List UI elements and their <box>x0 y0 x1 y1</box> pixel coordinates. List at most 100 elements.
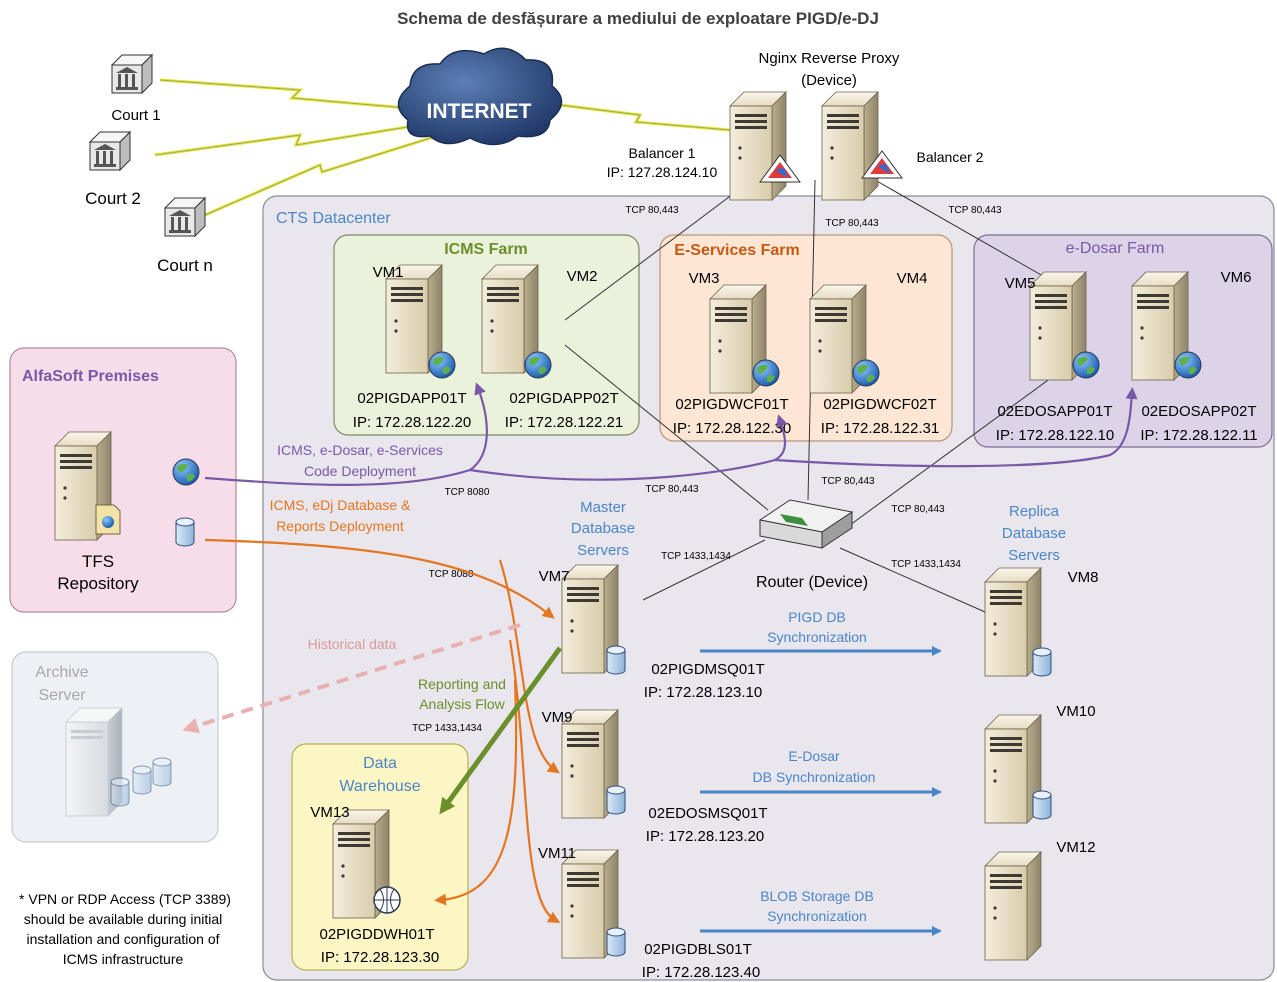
vm7-host: 02PIGDMSQ01T <box>651 661 764 678</box>
vm1-ip: IP: 172.28.122.20 <box>353 414 471 431</box>
vm9-ip: IP: 172.28.123.20 <box>646 828 764 845</box>
replica-label-2: Database <box>1002 525 1066 542</box>
vm4-ip: IP: 172.28.122.31 <box>821 420 939 437</box>
historical-data-arrow <box>182 623 521 734</box>
diagram-title: Schema de desfășurare a mediului de expl… <box>397 9 879 28</box>
vm13-host: 02PIGDDWH01T <box>319 926 434 943</box>
vm9-label: VM9 <box>542 709 573 726</box>
db-deployment-flow <box>204 538 561 923</box>
port-label: TCP 80,443 <box>625 205 679 216</box>
court-n-icon <box>164 197 206 237</box>
sync-pigd-label-2: Synchronization <box>767 629 867 645</box>
balancer-1-logo-icon <box>759 154 801 183</box>
vm9-host: 02EDOSMSQ01T <box>648 805 767 822</box>
reporting-flow-arrow <box>439 646 563 815</box>
port-label: TCP 80,443 <box>645 484 699 495</box>
vm6-label: VM6 <box>1221 269 1252 286</box>
db-deploy-label-1: ICMS, eDj Database & <box>270 497 411 513</box>
vm3-ip: IP: 172.28.122.30 <box>673 420 791 437</box>
vm1-globe-icon <box>428 351 456 379</box>
vm13-label: VM13 <box>310 804 349 821</box>
balancer-1-server-icon <box>729 91 787 201</box>
archive-label-1: Archive <box>35 664 88 681</box>
vm5-globe-icon <box>1072 351 1100 379</box>
balancer-1-label: Balancer 1 <box>629 145 696 161</box>
warehouse-label-2: Warehouse <box>339 778 420 795</box>
replica-label-3: Servers <box>1008 547 1060 564</box>
port-label: TCP 1433,1434 <box>891 559 961 570</box>
router-icon <box>758 499 854 549</box>
sync-edosar-label-1: E-Dosar <box>788 748 840 764</box>
vm11-db-icon <box>606 927 626 957</box>
master-label-2: Database <box>571 520 635 537</box>
vm10-db-icon <box>1032 790 1052 820</box>
router-label: Router (Device) <box>756 574 868 591</box>
court-n-label: Court n <box>157 256 213 275</box>
balancer-2-logo-icon <box>861 150 903 179</box>
code-deploy-label-2: Code Deployment <box>304 463 416 479</box>
vm12-label: VM12 <box>1056 839 1095 856</box>
vm4-label: VM4 <box>897 270 928 287</box>
court-2-label: Court 2 <box>85 189 141 208</box>
note-line-1: * VPN or RDP Access (TCP 3389) <box>19 891 231 907</box>
master-label-3: Servers <box>577 542 629 559</box>
note-line-3: installation and configuration of <box>26 931 219 947</box>
port-label: TCP 80,443 <box>821 476 875 487</box>
vm11-host: 02PIGDBLS01T <box>644 941 752 958</box>
proxy-label-2: (Device) <box>801 72 857 89</box>
vm6-globe-icon <box>1174 351 1202 379</box>
port-label: TCP 80,443 <box>948 205 1002 216</box>
balancer-2-label: Balancer 2 <box>917 149 984 165</box>
sync-pigd-label-1: PIGD DB <box>788 609 846 625</box>
court-1-label: Court 1 <box>111 107 160 124</box>
vm5-label: VM5 <box>1005 275 1036 292</box>
vm11-ip: IP: 172.28.123.40 <box>642 964 760 981</box>
db-deploy-label-2: Reports Deployment <box>276 518 404 534</box>
reporting-label-1: Reporting and <box>418 676 506 692</box>
balancer-2-server-icon <box>821 91 879 201</box>
master-label-1: Master <box>580 499 626 516</box>
port-label: TCP 1433,1434 <box>412 723 482 734</box>
internet-cloud: INTERNET <box>397 47 563 146</box>
code-deploy-label-1: ICMS, e-Dosar, e-Services <box>277 442 443 458</box>
vm5-ip: IP: 172.28.122.10 <box>996 427 1114 444</box>
sync-blob-label-1: BLOB Storage DB <box>760 888 874 904</box>
edosar-farm-label: e-Dosar Farm <box>1066 240 1165 257</box>
vm12-server-icon <box>984 851 1042 961</box>
vm6-host: 02EDOSAPP02T <box>1141 403 1256 420</box>
vm3-globe-icon <box>752 359 780 387</box>
vm10-label: VM10 <box>1056 703 1095 720</box>
tfs-label-2: Repository <box>57 574 139 593</box>
note-line-2: should be available during initial <box>24 911 222 927</box>
vm1-host: 02PIGDAPP01T <box>357 390 466 407</box>
vm2-globe-icon <box>524 351 552 379</box>
vm4-globe-icon <box>852 359 880 387</box>
datacenter-label: CTS Datacenter <box>276 210 391 227</box>
vm2-host: 02PIGDAPP02T <box>509 390 618 407</box>
code-deployment-flow <box>204 382 1138 486</box>
balancer-1-ip: IP: 127.28.124.10 <box>607 164 718 180</box>
archive-label-2: Server <box>38 687 86 704</box>
vm3-host: 02PIGDWCF01T <box>675 396 788 413</box>
vm11-label: VM11 <box>538 845 576 862</box>
tfs-document-icon <box>95 504 121 535</box>
vm8-db-icon <box>1032 647 1052 677</box>
sync-edosar-label-2: DB Synchronization <box>753 769 876 785</box>
port-label: TCP 80,443 <box>825 218 879 229</box>
proxy-label-1: Nginx Reverse Proxy <box>759 50 900 67</box>
vm13-ip: IP: 172.28.123.30 <box>321 949 439 966</box>
vm7-label: VM7 <box>539 568 570 585</box>
vm5-host: 02EDOSAPP01T <box>997 403 1112 420</box>
network-links <box>564 179 1056 613</box>
court-2-icon <box>89 131 131 171</box>
port-label: TCP 8080 <box>445 487 490 498</box>
sync-blob-label-2: Synchronization <box>767 908 867 924</box>
vm4-host: 02PIGDWCF02T <box>823 396 936 413</box>
vm3-label: VM3 <box>689 270 720 287</box>
vm2-ip: IP: 172.28.122.21 <box>505 414 623 431</box>
port-label: TCP 8080 <box>429 569 474 580</box>
vm7-ip: IP: 172.28.123.10 <box>644 684 762 701</box>
reporting-label-2: Analysis Flow <box>419 696 505 712</box>
alfasoft-box <box>9 347 237 613</box>
historical-data-label: Historical data <box>308 636 397 652</box>
